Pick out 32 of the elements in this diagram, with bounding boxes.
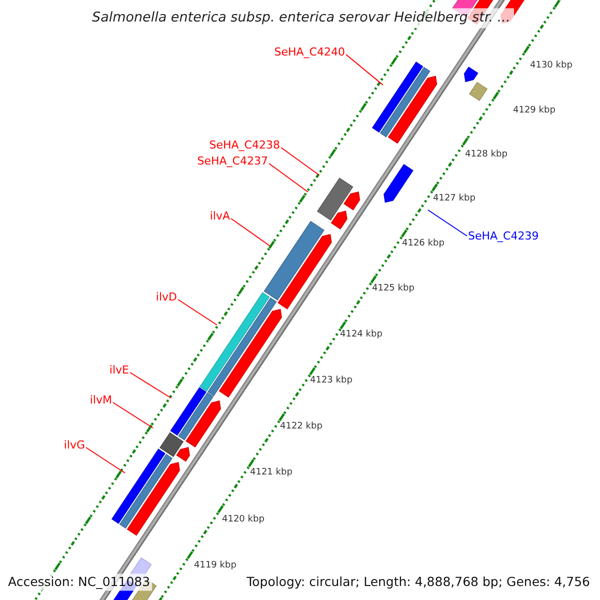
scale-label: 4130 kbp xyxy=(530,62,572,70)
leader-line xyxy=(346,54,384,86)
gene-label: SeHA_C4238 xyxy=(209,140,280,150)
scale-label: 4127 kbp xyxy=(433,194,476,204)
gene-label: ilvG xyxy=(64,440,85,450)
leader-line xyxy=(268,163,308,192)
scale-label: 4124 kbp xyxy=(340,330,382,340)
gene-label: ilvM xyxy=(90,394,112,406)
scale-label: 4119 kbp xyxy=(194,562,236,570)
leader-line xyxy=(130,372,172,398)
footer-text: Topology: circular; Length: 4,888,768 bp; Genes: 4,756 xyxy=(244,574,592,590)
scale-label: 4129 kbp xyxy=(513,106,556,116)
leader-line xyxy=(428,210,468,236)
scale-label: 4122 kbp xyxy=(280,422,322,432)
leader-line xyxy=(280,147,320,176)
scale-label: 4126 kbp xyxy=(402,240,444,248)
scale-label: 4128 kbp xyxy=(465,150,508,160)
gene-label: ilvE xyxy=(109,364,129,376)
gene-label: ilvA xyxy=(210,210,230,222)
gene-label: SeHA_C4239 xyxy=(468,230,539,242)
leader-line xyxy=(112,402,154,428)
scale-label: 4123 kbp xyxy=(310,376,352,386)
leader-line xyxy=(178,299,218,326)
footer-text: Accession: NC_011083 xyxy=(6,574,152,590)
leader-line xyxy=(86,447,126,474)
scale-label: 4120 kbp xyxy=(222,516,264,524)
scale-label: 4121 kbp xyxy=(250,468,292,478)
gene-label: SeHA_C4240 xyxy=(274,46,345,58)
gene-label: SeHA_C4237 xyxy=(197,156,268,166)
leader-line xyxy=(230,218,270,246)
scale-label: 4125 kbp xyxy=(372,284,414,294)
gene-label: ilvD xyxy=(156,292,177,302)
